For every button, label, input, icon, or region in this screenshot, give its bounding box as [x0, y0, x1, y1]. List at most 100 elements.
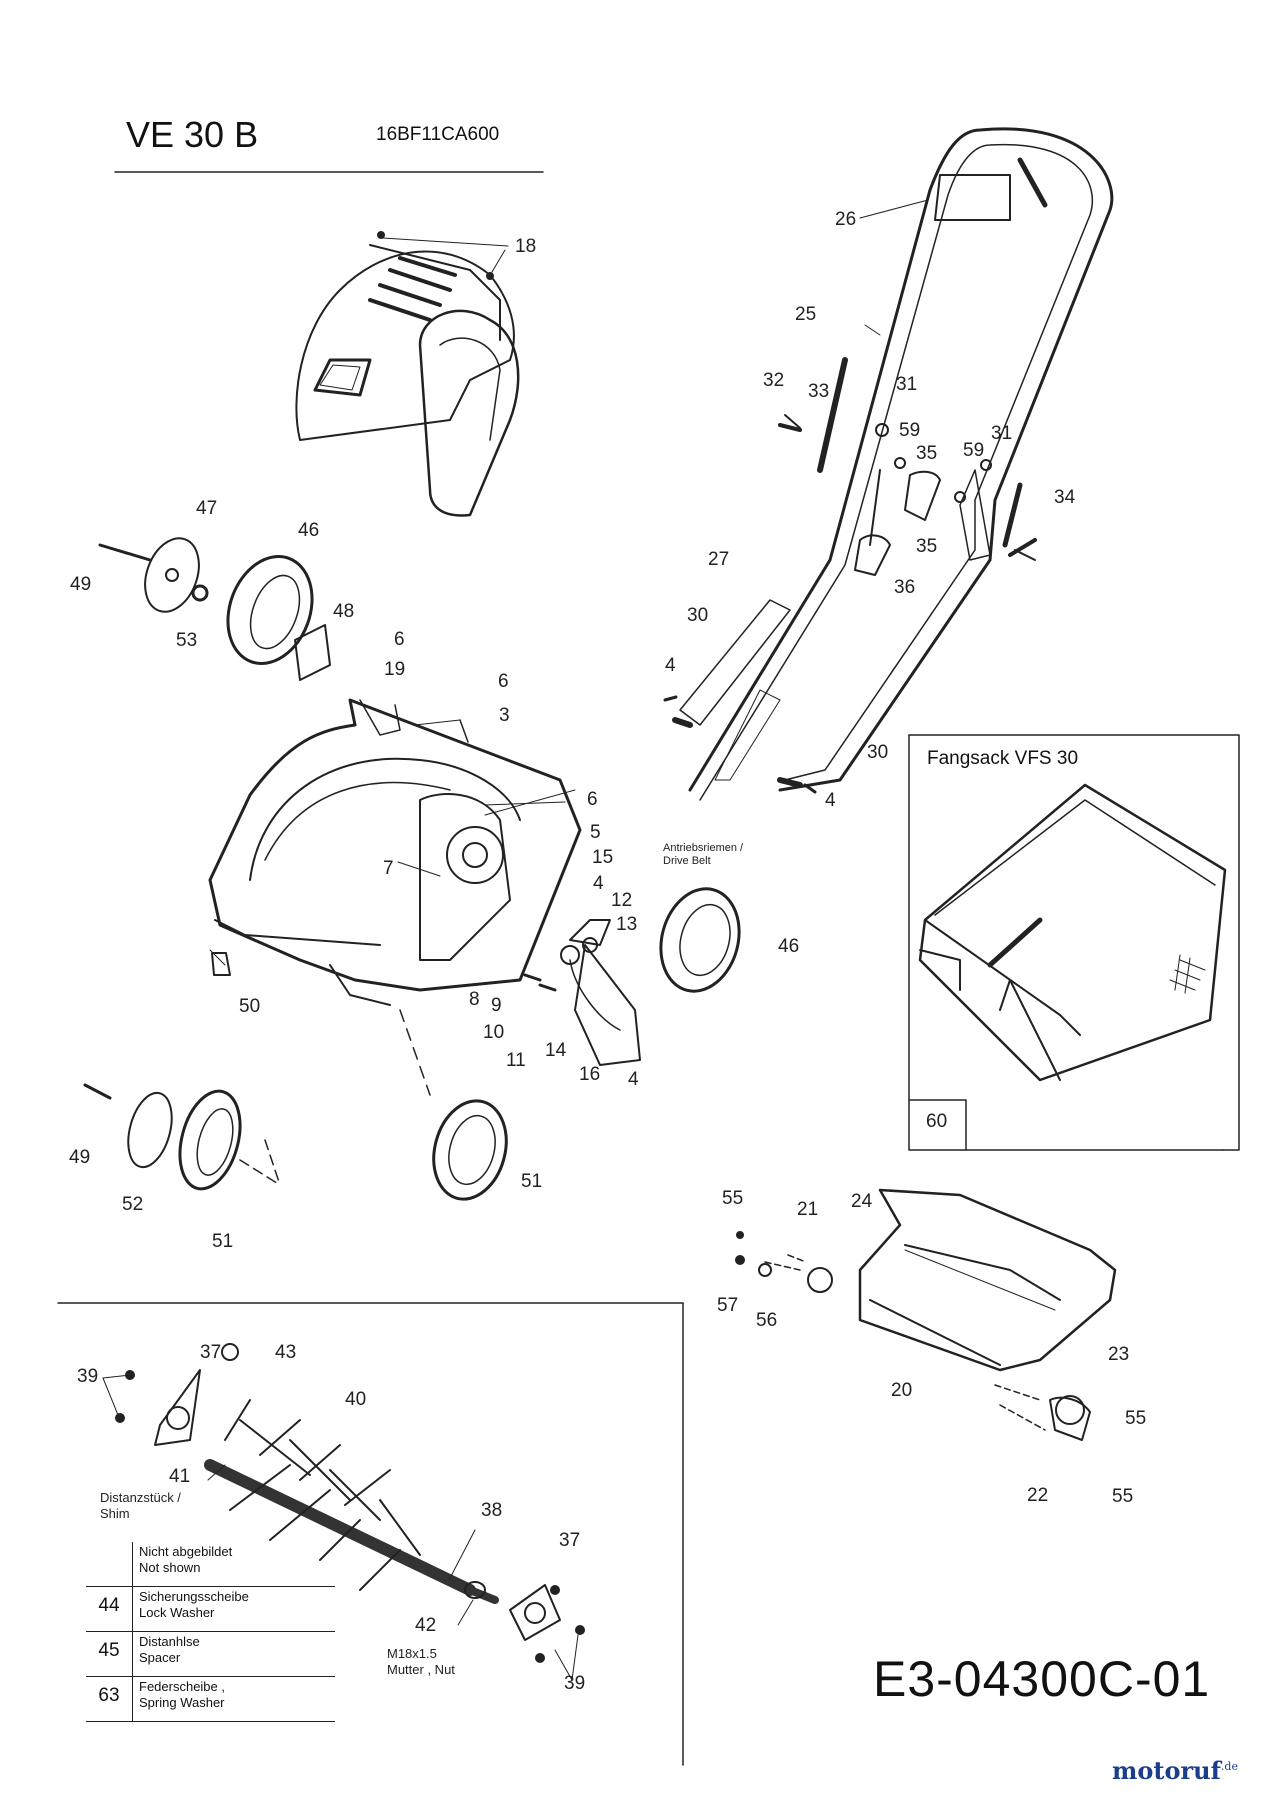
callout-53: 53	[176, 630, 198, 651]
callout-33: 33	[808, 381, 830, 402]
shim-note-en: Shim	[100, 1506, 130, 1521]
table-header-description: Nicht abgebildet Not shown	[133, 1542, 336, 1587]
callout-47: 47	[196, 498, 218, 519]
callout-24: 24	[851, 1191, 873, 1212]
callout-48: 48	[333, 601, 355, 622]
callout-4-drive-upper: 4	[593, 873, 604, 894]
rotor-shaft-drawing	[102, 1343, 585, 1681]
center-wheel-drawing	[432, 1099, 508, 1201]
callout-49-upper: 49	[70, 574, 92, 595]
callout-11: 11	[506, 1050, 526, 1071]
callout-7: 7	[383, 858, 394, 879]
callout-8: 8	[469, 989, 480, 1010]
callout-30-lower: 30	[867, 742, 889, 763]
nut-note-size: M18x1.5	[387, 1646, 437, 1661]
shim-note: Distanzstück / Shim	[100, 1490, 181, 1522]
callout-37-right: 37	[559, 1530, 581, 1551]
callout-40: 40	[345, 1389, 367, 1410]
callout-25: 25	[795, 304, 817, 325]
callout-55-top: 55	[722, 1188, 744, 1209]
callout-13: 13	[616, 914, 638, 935]
callout-41: 41	[169, 1466, 191, 1487]
callout-21: 21	[797, 1199, 819, 1220]
callout-6-top: 6	[394, 629, 405, 650]
callout-46-right: 46	[778, 936, 800, 957]
callout-4-handle-right: 4	[825, 790, 836, 811]
callout-15: 15	[592, 847, 614, 868]
table-row-description: Federscheibe , Spring Washer	[132, 1676, 335, 1722]
watermark-main: motoruf	[1112, 1756, 1221, 1785]
callout-26: 26	[835, 209, 857, 230]
callout-32: 32	[763, 370, 785, 391]
table-row: 45 Distanhlse Spacer	[86, 1631, 335, 1677]
callout-59-right: 59	[963, 440, 985, 461]
front-wheel-right-drawing	[659, 887, 741, 993]
callout-39-right: 39	[564, 1673, 586, 1694]
drive-belt-note-de: Antriebsriemen /	[663, 842, 744, 854]
callout-56: 56	[756, 1310, 778, 1331]
front-wheel-left-drawing	[83, 1083, 281, 1191]
grass-bag-title: Fangsack VFS 30	[927, 748, 1079, 769]
table-header-en: Not shown	[139, 1560, 201, 1575]
callout-6-deck: 6	[587, 789, 598, 810]
table-row-description-de: Distanhlse	[139, 1634, 200, 1649]
table-header-number-cell	[86, 1542, 133, 1587]
callout-50: 50	[239, 996, 261, 1017]
callout-52: 52	[122, 1194, 144, 1215]
table-row-description-de: Federscheibe ,	[139, 1679, 225, 1694]
table-row: 63 Federscheibe , Spring Washer	[86, 1676, 335, 1722]
drive-side-parts-drawing	[523, 919, 641, 1066]
callout-37-left: 37	[200, 1342, 222, 1363]
callout-10: 10	[483, 1022, 505, 1043]
drive-belt-note: Antriebsriemen / Drive Belt	[663, 842, 743, 868]
callout-46-upper: 46	[298, 520, 320, 541]
table-row-description-en: Spring Washer	[139, 1695, 225, 1710]
callout-14: 14	[545, 1040, 567, 1061]
callout-51-lower: 51	[212, 1231, 234, 1252]
callout-22: 22	[1027, 1485, 1049, 1506]
model-title: VE 30 B	[126, 114, 259, 155]
callout-59-left: 59	[899, 420, 921, 441]
callout-38: 38	[481, 1500, 503, 1521]
callout-19: 19	[384, 659, 406, 680]
callout-35-lower: 35	[916, 536, 938, 557]
plug-part-drawing	[211, 952, 231, 976]
table-row-description-en: Spacer	[139, 1650, 181, 1665]
table-header-row: Nicht abgebildet Not shown	[86, 1542, 335, 1587]
nut-note: M18x1.5 Mutter , Nut	[387, 1646, 455, 1678]
part-number-code: 16BF11CA600	[376, 124, 500, 145]
callout-43: 43	[275, 1342, 297, 1363]
callout-23: 23	[1108, 1344, 1130, 1365]
callout-49-lower: 49	[69, 1147, 91, 1168]
parts-not-shown-table: Nicht abgebildet Not shown 44 Sicherungs…	[86, 1542, 335, 1722]
scarifier-deck-drawing	[208, 698, 582, 1096]
callout-9: 9	[491, 995, 502, 1016]
callout-4-drive-lower: 4	[628, 1069, 639, 1090]
callout-36: 36	[894, 577, 916, 598]
rear-wheel-assembly-drawing	[98, 537, 331, 681]
nut-note-name: Mutter , Nut	[387, 1662, 455, 1677]
callout-42: 42	[415, 1615, 437, 1636]
callout-30-upper: 30	[687, 605, 709, 626]
callout-4-handle-left: 4	[665, 655, 676, 676]
table-row-number: 63	[86, 1676, 133, 1722]
table-header-de: Nicht abgebildet	[139, 1544, 233, 1559]
callout-34: 34	[1054, 487, 1076, 508]
rear-flap-drawing	[735, 1188, 1117, 1441]
callout-5: 5	[590, 822, 601, 843]
callout-31-upper-left: 31	[896, 374, 918, 395]
callout-3: 3	[499, 705, 510, 726]
table-row-description: Sicherungsscheibe Lock Washer	[132, 1586, 335, 1632]
shim-note-de: Distanzstück /	[100, 1490, 181, 1505]
callout-6-right: 6	[498, 671, 509, 692]
grass-bag-part-number: 60	[926, 1111, 948, 1132]
handle-assembly-drawing	[663, 127, 1114, 801]
table-row-number: 45	[86, 1631, 133, 1677]
rotor-section-frame	[57, 1302, 684, 1766]
callout-55-right-upper: 55	[1125, 1408, 1147, 1429]
table-row-description-de: Sicherungsscheibe	[139, 1589, 249, 1604]
table-row: 44 Sicherungsscheibe Lock Washer	[86, 1586, 335, 1632]
table-row-number: 44	[86, 1586, 133, 1632]
callout-39-left: 39	[77, 1366, 99, 1387]
